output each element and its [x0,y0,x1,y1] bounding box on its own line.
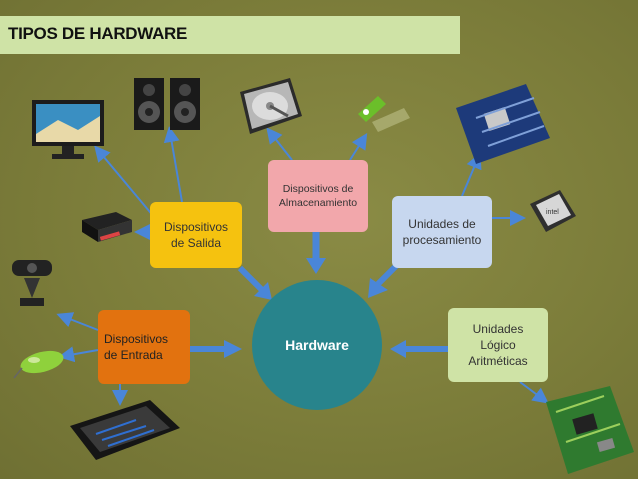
processing-units-node: Unidades de procesamiento [392,196,492,268]
svg-text:intel: intel [546,209,559,216]
cpu-chip-icon: intel [530,190,576,232]
usb-drive-icon [358,96,410,132]
alu-node: Unidades Lógico Aritméticas [448,308,548,382]
storage-devices-node: Dispositivos de Almacenamiento [268,160,368,232]
speakers-icon [134,78,200,130]
title-bar: TIPOS DE HARDWARE [0,16,460,54]
alu-label: Unidades Lógico Aritméticas [468,322,528,368]
motherboard-icon [456,84,550,164]
keyboard-icon [70,400,180,460]
hardware-hub-label: Hardware [285,337,349,353]
output-devices-label: Dispositivos de Salida [163,220,229,250]
processing-units-label: Unidades de procesamiento [402,217,482,247]
page-title: TIPOS DE HARDWARE [8,24,188,43]
monitor-icon [32,100,104,159]
hardware-hub: Hardware [252,280,382,410]
input-devices-node: Dispositivos de Entrada [98,310,190,384]
mouse-icon [13,350,64,379]
storage-devices-label: Dispositivos de Almacenamiento [278,183,358,209]
circuit-board-icon [546,386,634,474]
input-devices-label: Dispositivos de Entrada [104,332,169,362]
printer-icon [82,212,132,242]
hard-drive-icon [240,78,302,134]
webcam-icon [12,260,52,306]
output-devices-node: Dispositivos de Salida [150,202,242,268]
